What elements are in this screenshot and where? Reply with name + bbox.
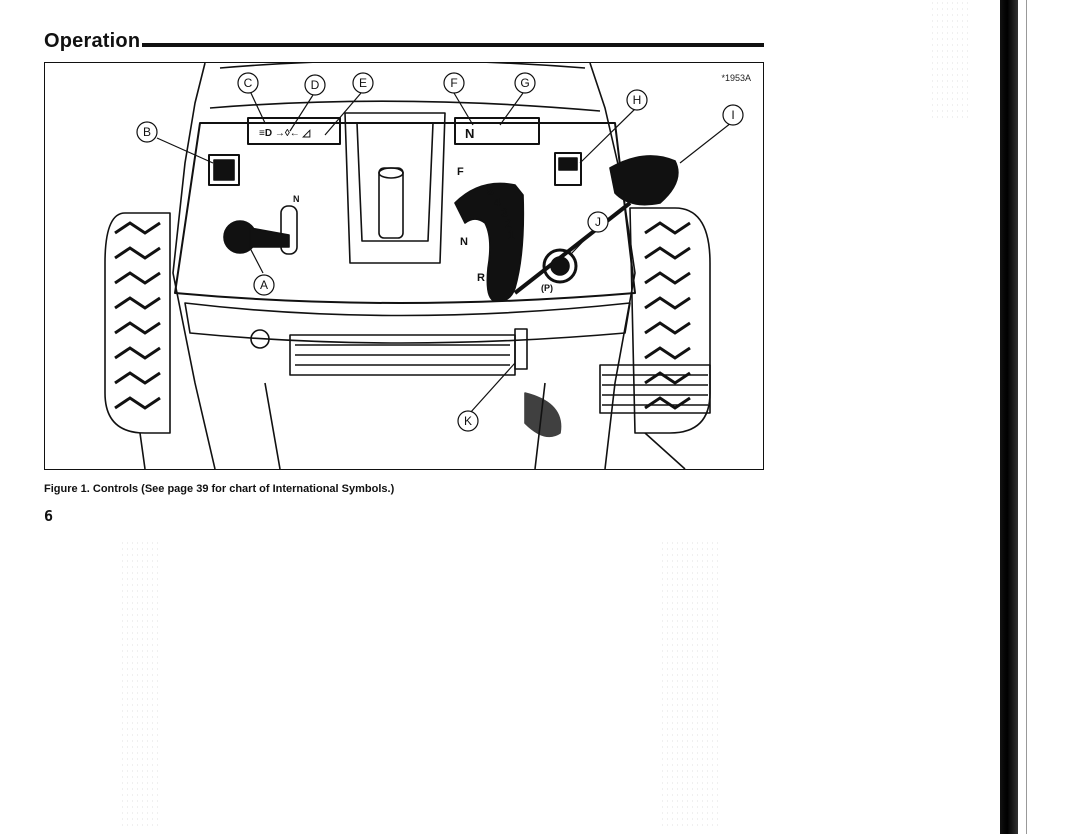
callout-d — [304, 74, 326, 96]
callout-label-d: D — [311, 78, 320, 92]
gear-label-forward: F — [457, 166, 464, 178]
page-edge-line — [1026, 0, 1027, 834]
right-tire — [629, 207, 711, 434]
dashboard-panel — [174, 122, 636, 304]
callout-label-e: E — [359, 76, 367, 90]
right-indicator-display — [454, 117, 540, 145]
callout-label-k: K — [464, 414, 472, 428]
callout-label-g: G — [520, 76, 529, 90]
callout-k — [457, 410, 479, 432]
figure-id: *1953A — [721, 73, 751, 83]
callout-b — [136, 121, 158, 143]
callout-a — [253, 274, 275, 296]
callout-g — [514, 72, 536, 94]
park-label: (P) — [541, 283, 553, 293]
choke-n-label: N — [293, 194, 300, 204]
gear-label-reverse: R — [477, 272, 485, 284]
callout-label-c: C — [244, 76, 253, 90]
left-indicator-display — [247, 117, 341, 145]
callout-i — [722, 104, 744, 126]
callout-j — [587, 211, 609, 233]
center-console — [344, 112, 446, 264]
left-display-symbols: ≡D →◊← ◿ — [259, 128, 311, 139]
heading-rule — [142, 43, 764, 47]
callout-label-h: H — [633, 93, 642, 107]
figure-1-controls: C D E F G H I B A J K ≡D →◊← ◿ N F N R 5… — [44, 62, 764, 470]
throttle-slot — [280, 205, 298, 255]
callout-label-f: F — [450, 76, 457, 90]
page-edge-shadow — [1000, 0, 1018, 834]
callout-label-b: B — [143, 125, 151, 139]
callout-h — [626, 89, 648, 111]
gear-number-2: 2 — [505, 217, 512, 231]
gear-number-1: 1 — [508, 228, 515, 242]
left-tire — [104, 212, 171, 434]
scan-artifact — [930, 0, 970, 120]
gear-shift-lever — [513, 201, 632, 295]
hood-left-edge — [172, 63, 216, 469]
callout-f — [443, 72, 465, 94]
figure-caption: Figure 1. Controls (See page 39 for char… — [44, 483, 395, 495]
gear-shift-knob — [609, 155, 679, 206]
callout-c — [237, 72, 259, 94]
gear-number-4: 4 — [494, 195, 501, 209]
gear-shift-gate — [454, 182, 525, 303]
front-grille — [289, 334, 516, 376]
attachment-lift-lever — [514, 328, 528, 370]
callout-label-i: I — [731, 108, 734, 122]
callout-label-j: J — [595, 215, 601, 229]
gear-number-5: 5 — [487, 184, 494, 198]
gear-number-3: 3 — [501, 206, 508, 220]
page-number: 6 — [44, 507, 54, 525]
right-display-n: N — [465, 126, 474, 141]
brake-pedal — [599, 364, 711, 414]
gear-label-neutral: N — [460, 236, 468, 248]
light-switch — [208, 154, 240, 186]
tractor-controls-illustration: C D E F G H I B A J K ≡D →◊← ◿ N F N R 5… — [104, 63, 744, 469]
scan-artifact — [660, 540, 720, 830]
pto-switch — [554, 152, 582, 186]
callout-label-a: A — [260, 278, 268, 292]
ignition-switch — [542, 248, 578, 284]
scan-artifact — [120, 540, 160, 830]
callout-e — [352, 72, 374, 94]
section-heading: Operation — [44, 30, 141, 52]
